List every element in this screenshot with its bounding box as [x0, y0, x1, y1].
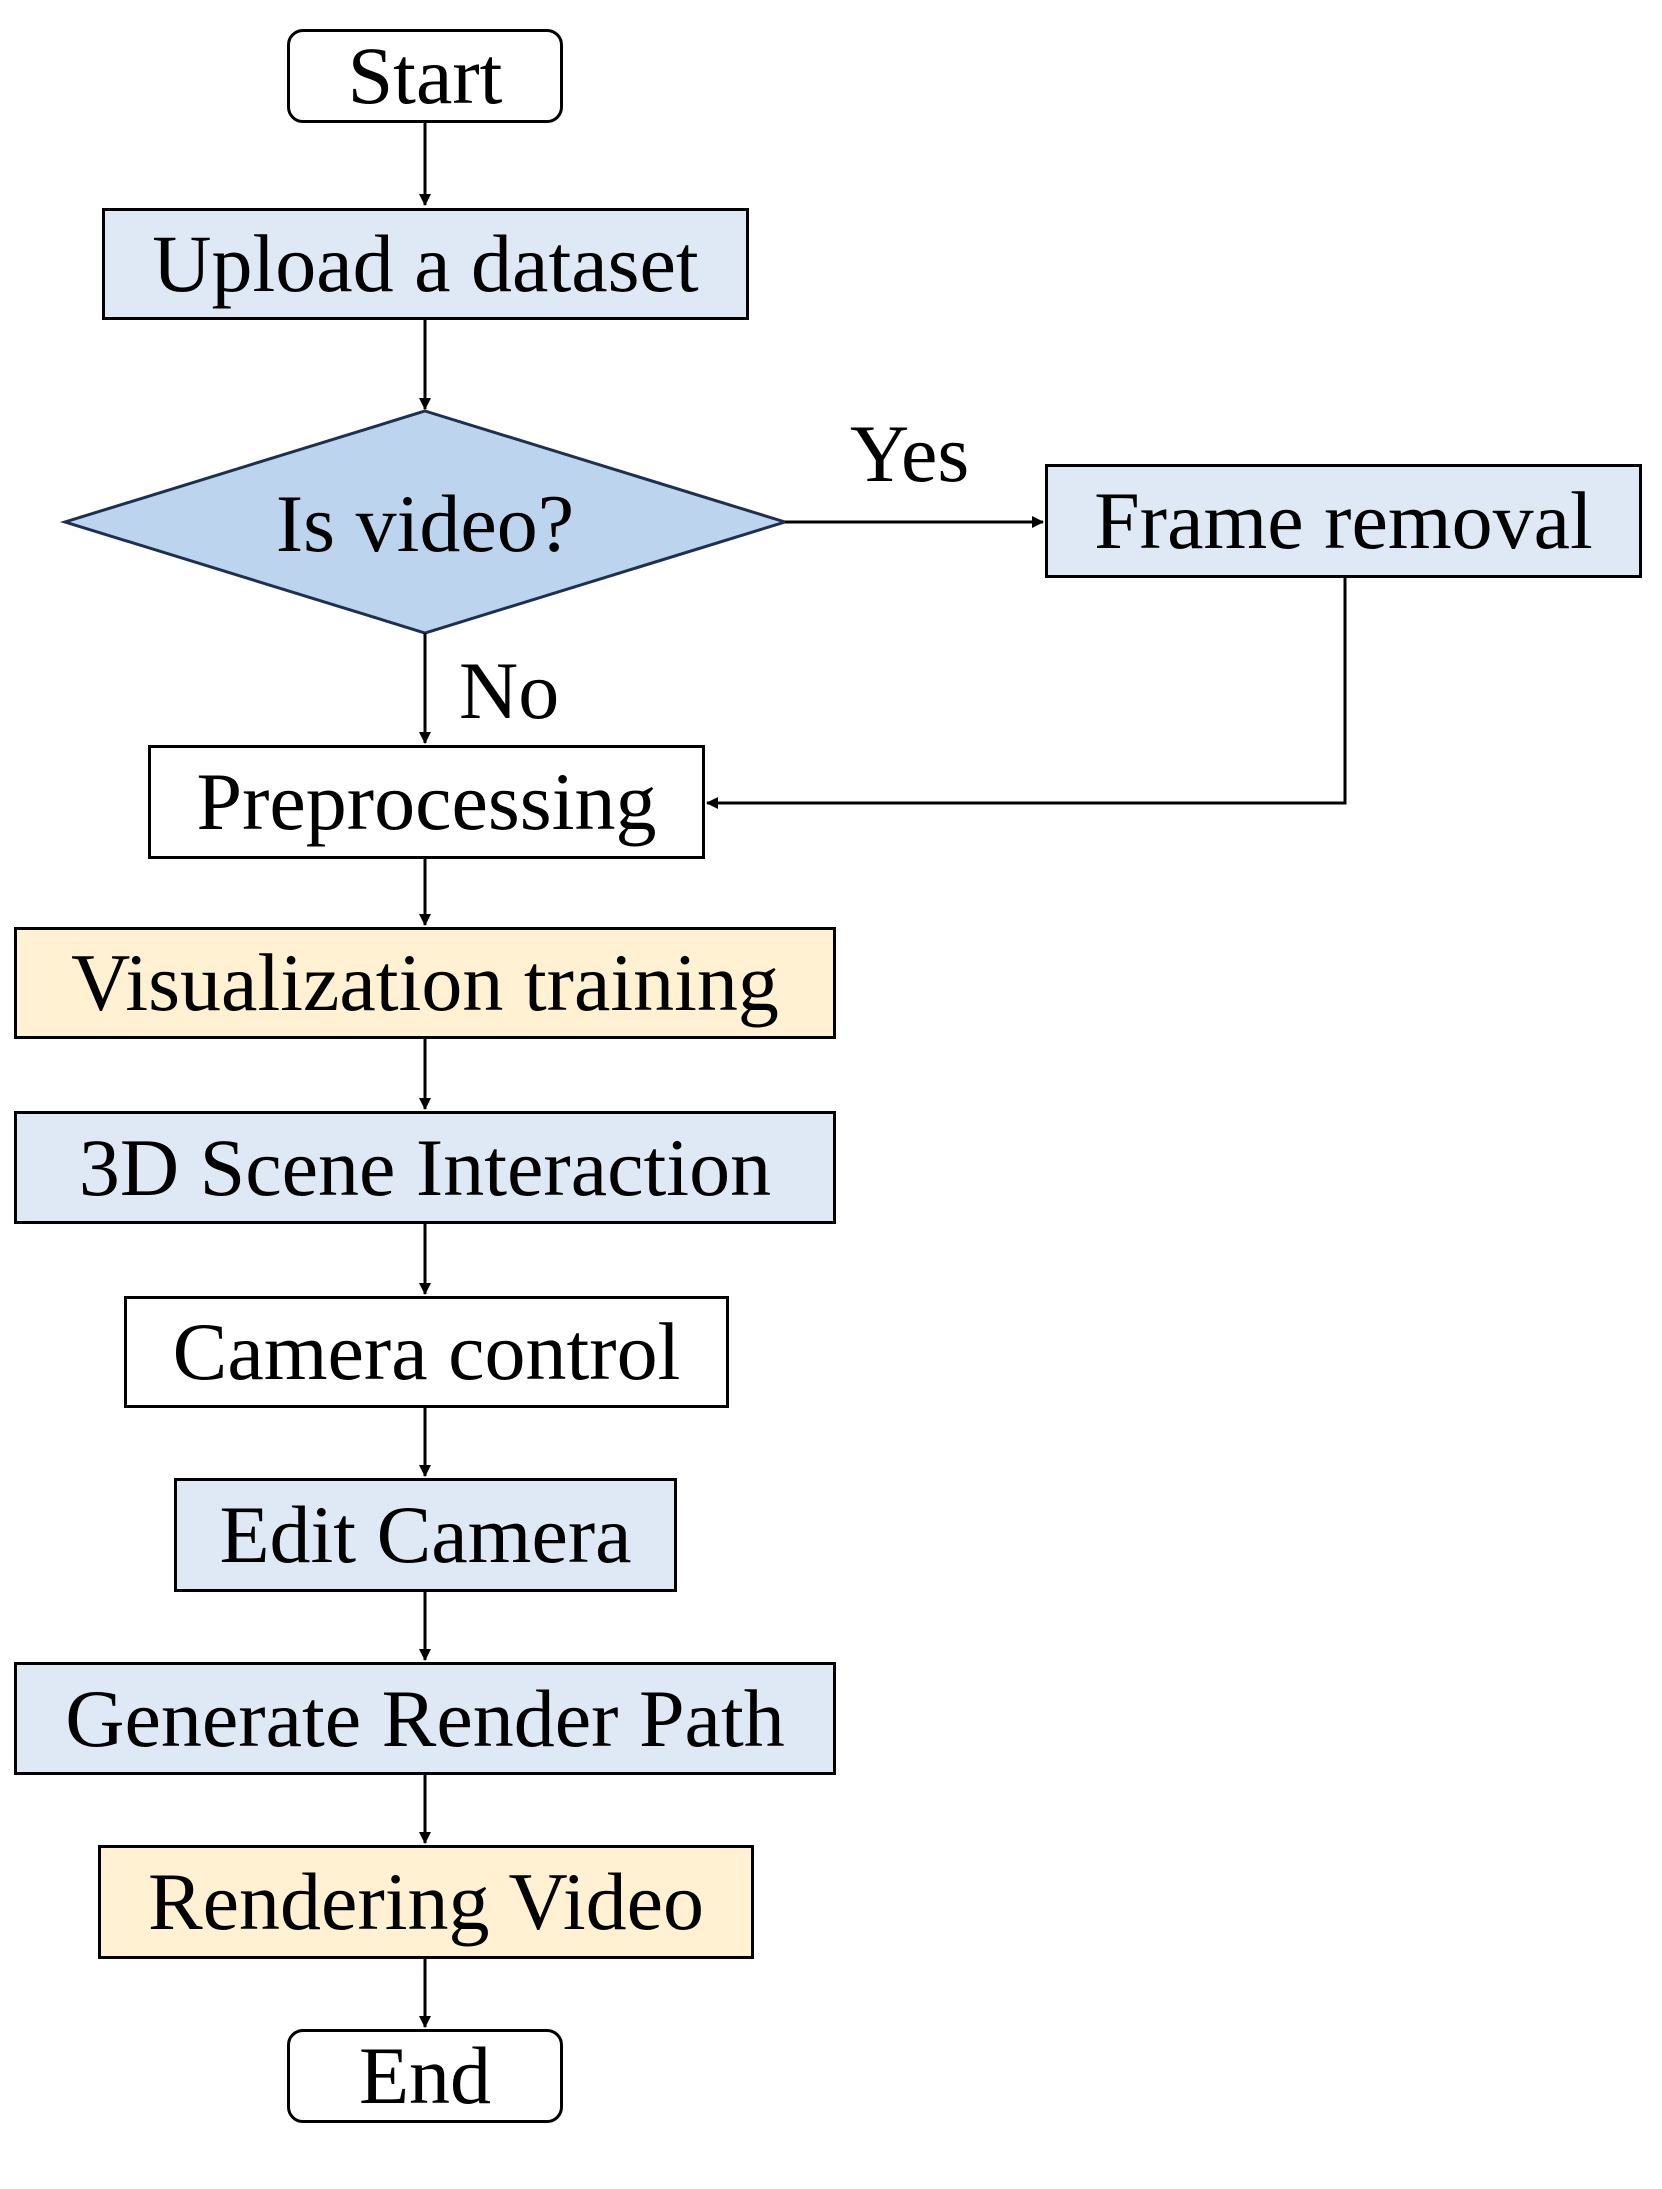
yes-label: Yes [850, 408, 970, 499]
end-node: End [287, 2029, 563, 2123]
frame-removal-node: Frame removal [1045, 464, 1642, 578]
visualization-training-node: Visualization training [14, 927, 836, 1039]
scene-interaction-node: 3D Scene Interaction [14, 1111, 836, 1224]
no-label: No [459, 645, 560, 736]
start-node: Start [287, 29, 563, 123]
camera-control-node: Camera control [124, 1296, 729, 1408]
generate-render-path-node: Generate Render Path [14, 1662, 836, 1775]
arrow-frame-removal-to-preprocessing [706, 578, 1347, 809]
rendering-video-node: Rendering Video [98, 1845, 754, 1959]
decision-label: Is video? [275, 478, 575, 569]
preprocessing-node: Preprocessing [148, 745, 705, 859]
edit-camera-node: Edit Camera [174, 1478, 677, 1592]
upload-dataset-node: Upload a dataset [102, 208, 749, 320]
